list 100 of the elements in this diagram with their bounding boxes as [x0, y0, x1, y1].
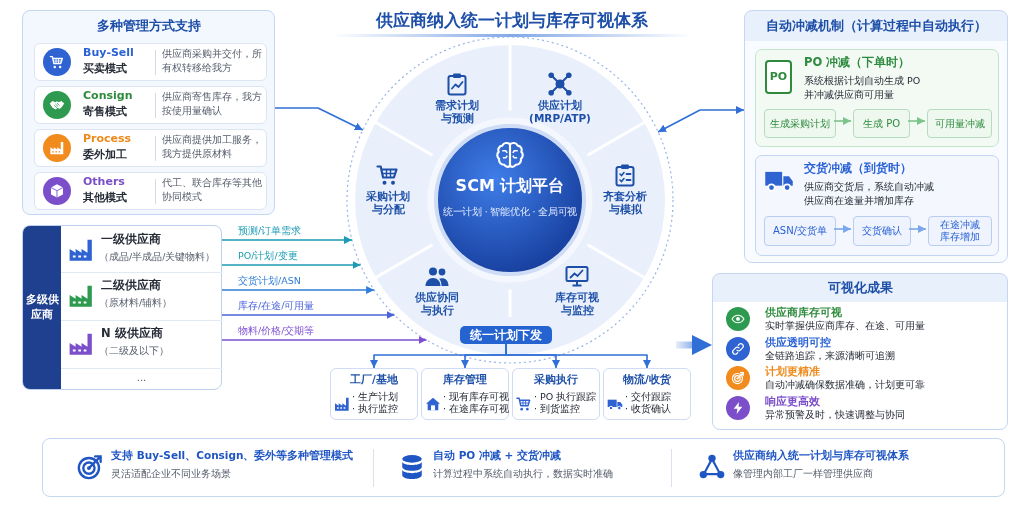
step-box: 在途冲减库存增加 — [928, 216, 992, 246]
segment-label: 齐套分析与模拟 — [602, 190, 648, 216]
mode-card — [34, 86, 267, 124]
edge-label: 库存/在途/可用量 — [236, 300, 317, 312]
more-indicator: ... — [136, 371, 147, 384]
site-card — [330, 368, 418, 420]
bullet-item: · 生产计划 — [352, 391, 399, 403]
edge-label: 交货计划/ASN — [236, 275, 303, 287]
panel-title: 多种管理方式支持 — [96, 18, 201, 35]
edge-label: 物料/价格/交期等 — [236, 325, 317, 337]
mode-description: 代工、联合库存等其他协同模式 — [162, 176, 262, 204]
mode-description: 供应商采购并交付，所有权转移给我方 — [162, 47, 262, 75]
subpanel-title: PO 冲减（下单时） — [804, 55, 911, 70]
result-title: 响应更高效 — [765, 393, 820, 408]
result-title: 供应透明可控 — [765, 334, 831, 349]
segment-label: 供应计划(MRP/ATP) — [528, 99, 592, 125]
mode-subheading: 买卖模式 — [83, 62, 127, 77]
bullet-item: · 交付跟踪 — [625, 391, 672, 403]
clipboard-badge: PO — [765, 60, 792, 94]
bullet-item: · 到货监控 — [534, 403, 581, 415]
feature-text: 像管理内部工厂一样管理供应商 — [733, 468, 873, 481]
arrow — [221, 236, 353, 244]
platform-tagline: 统一计划 · 智能优化 · 全局可视 — [442, 206, 578, 219]
arrow — [907, 117, 926, 125]
subpanel — [755, 155, 999, 256]
mode-heading: Others — [83, 175, 125, 190]
mode-subheading: 其他模式 — [83, 191, 127, 206]
edge-label: 预测/订单需求 — [236, 225, 304, 237]
segment-label: 供应协同与执行 — [414, 291, 460, 317]
result-text: 自动冲减确保数据准确，计划更可靠 — [765, 378, 925, 391]
segment-label: 需求计划与预测 — [434, 99, 480, 125]
site-card — [421, 368, 509, 420]
mode-card — [34, 172, 267, 210]
panel — [22, 10, 275, 215]
bullet-item: · 现有库存可视 — [443, 391, 510, 403]
segment-label: 采购计划与分配 — [365, 190, 411, 216]
edge-label: PO/计划/变更 — [236, 250, 300, 262]
tier-note: （成品/半成品/关键物料） — [99, 251, 216, 264]
site-card — [512, 368, 600, 420]
arrow — [221, 336, 428, 344]
arrow — [221, 261, 362, 269]
result-text: 异常预警及时，快速调整与协同 — [765, 407, 905, 421]
banner-tag: 统一计划下发 — [460, 326, 552, 344]
mode-heading: Consign — [83, 89, 133, 104]
mode-heading: Buy-Sell — [83, 46, 134, 61]
mode-card — [34, 43, 267, 81]
mode-description: 供应商寄售库存，我方按使用量确认 — [162, 90, 262, 118]
step-box: ASN/交货单 — [764, 216, 836, 246]
result-title: 供应商库存可视 — [765, 305, 842, 319]
step-box: 生成 PO — [853, 109, 910, 138]
summary-bar — [42, 438, 1005, 497]
diagram-title: 供应商纳入统一计划与库存可视体系 — [376, 9, 648, 32]
step-box: 交货确认 — [853, 216, 911, 246]
feature-title: 供应商纳入统一计划与库存可视体系 — [733, 449, 909, 463]
band-label: 多级供应商 — [25, 292, 59, 322]
card-title: 采购执行 — [534, 373, 578, 387]
panel — [744, 10, 1008, 263]
feature-text: 计算过程中系统自动执行，数据实时准确 — [433, 468, 613, 481]
mode-subheading: 寄售模式 — [83, 105, 127, 120]
arrow — [908, 225, 927, 233]
bullet-item: · 执行监控 — [352, 403, 399, 415]
subpanel-title: 交货冲减（到货时） — [804, 161, 912, 176]
feature-title: 自动 PO 冲减 + 交货冲减 — [433, 449, 562, 463]
card-title: 物流/收货 — [623, 373, 671, 387]
feature-text: 灵活适配企业不同业务场景 — [111, 468, 231, 481]
card-title: 库存管理 — [443, 373, 487, 387]
mode-description: 供应商提供加工服务，我方提供原材料 — [162, 133, 262, 161]
step-box: 可用量冲减 — [927, 109, 992, 138]
arrow — [221, 286, 375, 294]
arrow — [274, 107, 364, 131]
arrow — [676, 335, 712, 355]
result-text: 实时掌握供应商库存、在途、可用量 — [765, 319, 925, 332]
segment-label: 库存可视与监控 — [554, 291, 600, 317]
arrow — [657, 106, 745, 133]
mode-card — [34, 129, 267, 167]
result-title: 计划更精准 — [765, 364, 820, 378]
panel — [712, 273, 1008, 430]
platform-title: SCM 计划平台 — [455, 176, 565, 197]
site-card — [603, 368, 691, 420]
bullet-item: · 收货确认 — [625, 403, 672, 415]
tier-title: 一级供应商 — [101, 232, 161, 247]
arrow — [221, 311, 396, 319]
arrow — [833, 225, 852, 233]
mode-heading: Process — [83, 132, 132, 147]
card-title: 工厂/基地 — [350, 373, 398, 387]
supplier-panel — [22, 225, 222, 390]
mode-subheading: 委外加工 — [83, 148, 127, 163]
bullet-item: · PO 执行跟踪 — [534, 391, 597, 403]
subpanel — [755, 49, 999, 147]
panel-title: 可视化成果 — [827, 280, 893, 297]
arrow — [833, 117, 852, 125]
panel-title: 自动冲减机制（计算过程中自动执行） — [765, 18, 987, 35]
tier-title: 二级供应商 — [101, 278, 161, 293]
step-box: 生成采购计划 — [764, 109, 836, 138]
tier-note: （原材料/辅料） — [99, 297, 173, 310]
subpanel-text: 供应商交货后，系统自动冲减供应商在途量并增加库存 — [804, 180, 935, 208]
feature-title: 支持 Buy-Sell、Consign、委外等多种管理模式 — [111, 449, 354, 463]
subpanel-text: 系统根据计划自动生成 PO并冲减供应商可用量 — [804, 74, 922, 102]
tier-note: （二级及以下） — [99, 345, 169, 358]
bullet-item: · 在途库存可视 — [443, 403, 510, 415]
